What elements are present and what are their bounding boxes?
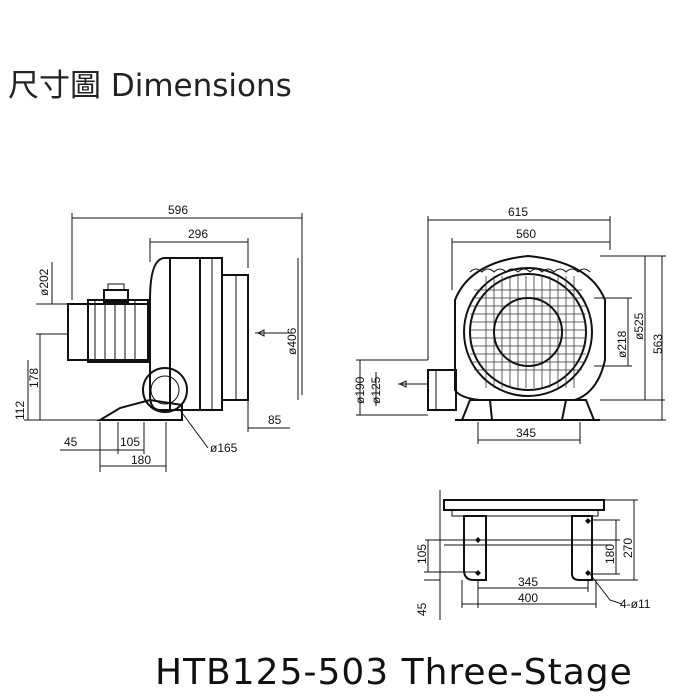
- front-view: 615 560: [353, 205, 666, 444]
- base-bottom-dim: 45: [415, 602, 429, 616]
- base-side-dim: 105: [415, 544, 429, 564]
- front-housing-width: 560: [516, 227, 536, 241]
- base-depth: 270: [621, 538, 635, 558]
- model-name: HTB125-503 Three-Stage: [155, 652, 633, 693]
- side-foot-width: 105: [120, 435, 140, 449]
- side-flange-dia: ø165: [210, 441, 238, 455]
- front-overall-height: 563: [651, 334, 665, 354]
- front-outlet-inner-dia: ø125: [369, 376, 383, 404]
- front-outlet-outer-dia: ø190: [353, 376, 367, 404]
- front-base-span: 345: [516, 426, 536, 440]
- base-view: 105 45 345 400 180 270 4-ø11: [415, 490, 651, 620]
- side-outlet-length: 85: [268, 413, 282, 427]
- page-title: 尺寸圖 Dimensions: [8, 68, 292, 104]
- base-holes: 4-ø11: [620, 597, 651, 611]
- front-casing-dia: ø525: [632, 312, 646, 340]
- side-motor-dia: ø202: [37, 268, 51, 296]
- base-length: 400: [518, 591, 538, 605]
- side-foot-offset: 45: [64, 435, 78, 449]
- side-housing-dia: ø406: [285, 327, 299, 355]
- front-inlet-dia: ø218: [615, 330, 629, 358]
- side-height-112: 112: [13, 401, 27, 420]
- base-vertical-spacing: 180: [603, 544, 617, 564]
- side-overall-length: 596: [168, 203, 188, 217]
- side-foot-spacing: 180: [131, 453, 151, 467]
- side-housing-width: 296: [188, 227, 208, 241]
- side-view: 596 296 ø202: [13, 203, 303, 472]
- base-hole-spacing: 345: [518, 575, 538, 589]
- front-overall-width: 615: [508, 205, 528, 219]
- side-height-178: 178: [27, 368, 41, 388]
